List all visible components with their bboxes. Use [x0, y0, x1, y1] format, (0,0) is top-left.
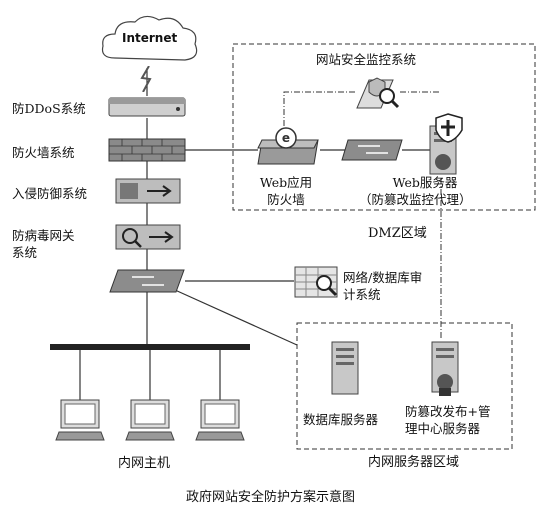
switch-icon: [341, 139, 403, 161]
waf-label-1: Web应用: [259, 175, 313, 190]
router-icon: [108, 97, 186, 117]
audit-label-1: 网络/数据库审: [343, 270, 423, 285]
web-server-label-1: Web服务器: [392, 175, 458, 190]
waf-label-2: 防火墙: [267, 192, 305, 207]
mgmt-server-label-1: 防篡改发布+管: [405, 404, 491, 419]
mgmt-server-label-2: 理中心服务器: [405, 421, 481, 436]
audit-icon: [294, 266, 338, 298]
computer-icon: [195, 399, 245, 441]
figure-caption: 政府网站安全防护方案示意图: [185, 490, 355, 505]
firewall-icon: [108, 138, 186, 162]
mgmt-server-icon: [431, 341, 459, 396]
web-server-label-2: （防篡改监控代理）: [359, 192, 472, 207]
antivirus-label-1: 防病毒网关: [12, 228, 75, 243]
intranet-zone-label: 内网服务器区域: [368, 455, 460, 470]
server-shield-icon: [429, 113, 463, 175]
audit-label-2: 计系统: [343, 287, 381, 302]
firewall-label: 防火墙系统: [12, 145, 75, 160]
db-server-icon: [331, 341, 359, 395]
monitor-system-title: 网站安全监控系统: [316, 52, 417, 67]
waf-icon: e: [257, 127, 319, 165]
ips-icon: [115, 178, 181, 204]
ips-label: 入侵防御系统: [12, 186, 88, 201]
ddos-label: 防DDoS系统: [12, 101, 86, 116]
computer-icon: [125, 399, 175, 441]
db-server-label: 数据库服务器: [303, 412, 379, 427]
antivirus-label-2: 系统: [12, 245, 38, 260]
computer-icon: [55, 399, 105, 441]
lan-bus: [50, 344, 250, 350]
switch-icon: [109, 269, 185, 293]
cloud-icon: [101, 15, 198, 61]
intranet-zone-border: [296, 322, 513, 450]
antivirus-gateway-icon: [115, 224, 181, 250]
dmz-zone-border: [232, 43, 536, 211]
monitor-magnifier-icon: [356, 77, 400, 109]
dmz-zone-label: DMZ区域: [368, 226, 427, 241]
internet-label: Internet: [122, 31, 178, 45]
intranet-hosts-label: 内网主机: [118, 456, 171, 471]
lightning-icon: [140, 66, 152, 92]
svg-text:e: e: [282, 131, 290, 145]
